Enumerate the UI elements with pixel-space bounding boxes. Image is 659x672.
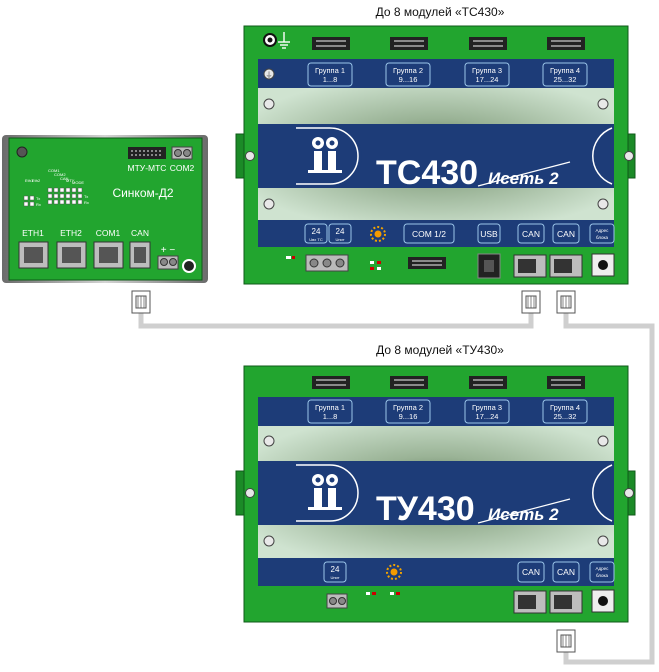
svg-text:24: 24 [312,227,321,236]
svg-text:блока: блока [596,235,609,240]
svg-text:Адрес: Адрес [596,228,610,233]
svg-text:9...16: 9...16 [399,412,418,421]
svg-text:25...32: 25...32 [554,75,577,84]
mount-hole-icon [16,146,28,158]
svg-text:CAN: CAN [522,229,540,239]
status-led-icon [386,564,402,580]
brand-name-tu430: Исеть 2 [488,505,559,524]
led-indicators: Eth1 Eth2 Тх Rx COM1 COM2 CAN МТУ MODE Т… [23,168,89,207]
svg-text:USB: USB [480,229,498,239]
svg-text:Uпит: Uпит [330,575,339,580]
device-name-sincom: Синком-Д2 [112,186,173,200]
svg-text:CAN: CAN [557,567,575,577]
svg-text:CAN: CAN [522,567,540,577]
svg-text:Eth1: Eth1 [25,178,34,183]
brand-name-ts430: Исеть 2 [488,169,559,188]
model-name-ts430: ТС430 [376,154,478,192]
group-label [307,62,588,87]
brand-logo-icon [308,474,342,510]
brand-logo-icon [308,137,342,173]
svg-text:блока: блока [596,573,609,578]
svg-text:17...24: 17...24 [476,75,499,84]
svg-text:1...8: 1...8 [323,75,338,84]
label-com2: COM2 [170,163,195,173]
power-marks: + − [161,245,176,256]
caption-bottom: До 8 модулей «ТУ430» [376,343,504,357]
svg-text:24: 24 [331,565,340,574]
svg-text:⏚: ⏚ [266,71,273,79]
svg-text:CAN: CAN [60,176,69,181]
svg-text:CAN: CAN [557,229,575,239]
svg-text:1...8: 1...8 [323,412,338,421]
cable-ts430-to-tu430 [563,312,655,665]
svg-text:Группа 1: Группа 1 [315,66,345,75]
svg-text:Uвх ТС: Uвх ТС [309,237,323,242]
svg-text:MODE: MODE [72,180,84,185]
port-label-eth2: ETH2 [60,228,82,238]
svg-text:Группа 2: Группа 2 [393,403,423,412]
mount-hole-icon [182,259,196,273]
svg-text:COM1: COM1 [48,168,60,173]
svg-text:25...32: 25...32 [554,412,577,421]
svg-text:Группа 4: Группа 4 [550,403,580,412]
svg-text:Группа 2: Группа 2 [393,66,423,75]
ribbon-connector-icon [128,147,166,159]
svg-text:Группа 3: Группа 3 [472,403,502,412]
ground-icon [278,32,290,49]
label-mtu-mts: МТУ-МТС [128,163,167,173]
svg-text:Адрес: Адрес [596,566,610,571]
svg-text:МТУ: МТУ [66,178,75,183]
svg-text:9...16: 9...16 [399,75,418,84]
sincom-d2-device: МТУ-МТС COM2 Eth1 Eth2 Тх Rx COM1 COM2 C… [2,135,208,283]
svg-text:Uпит: Uпит [335,237,344,242]
svg-text:COM2: COM2 [54,172,66,177]
port-label-can: CAN [131,228,149,238]
svg-text:17...24: 17...24 [476,412,499,421]
svg-text:Группа 4: Группа 4 [550,66,580,75]
tu430-module: Группа 1 1...8 Группа 2 9...16 Группа 3 … [235,365,636,623]
svg-text:24: 24 [336,227,345,236]
svg-text:Тх: Тх [36,196,40,201]
caption-top: До 8 модулей «ТС430» [376,5,505,19]
ribbon-connector-icon [408,257,446,269]
svg-text:COM 1/2: COM 1/2 [412,229,446,239]
model-name-tu430: ТУ430 [376,490,475,528]
cable-sincom-to-ts430 [138,312,534,329]
port-label-eth1: ETH1 [22,228,44,238]
svg-text:Группа 3: Группа 3 [472,66,502,75]
svg-text:Rx: Rx [84,200,89,205]
svg-text:Eth2: Eth2 [32,178,41,183]
status-led-icon [370,226,386,242]
ts430-module: ⏚ Группа 1 1...8 Группа 2 9...16 Группа … [235,25,636,285]
svg-text:Тх: Тх [84,194,88,199]
svg-text:Rx: Rx [36,202,41,207]
port-label-com1: COM1 [96,228,121,238]
rj45-port-icon [18,241,151,269]
svg-text:Группа 1: Группа 1 [315,403,345,412]
